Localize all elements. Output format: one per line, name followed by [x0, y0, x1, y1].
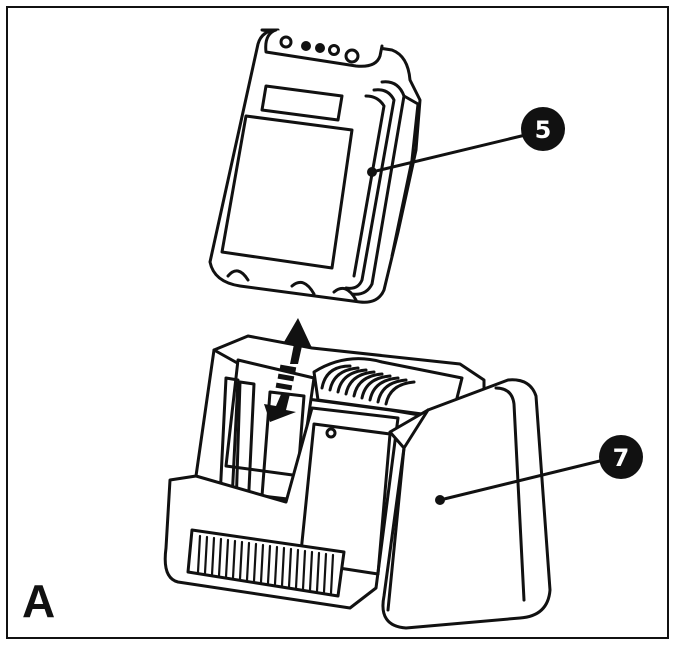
callout-number-5: 5	[535, 116, 552, 144]
insertion-arrow	[264, 318, 312, 422]
leader-line-5	[370, 130, 540, 174]
callout-battery: 5	[521, 107, 565, 151]
panel-label: A	[22, 575, 56, 627]
led-indicator-icon	[279, 35, 293, 49]
leader-line-7	[438, 456, 614, 502]
charger-screw-icon	[325, 427, 337, 439]
battery-pack	[208, 28, 422, 304]
charger-base	[163, 334, 552, 630]
callout-number-7: 7	[613, 444, 630, 472]
callout-charger: 7	[599, 435, 643, 479]
